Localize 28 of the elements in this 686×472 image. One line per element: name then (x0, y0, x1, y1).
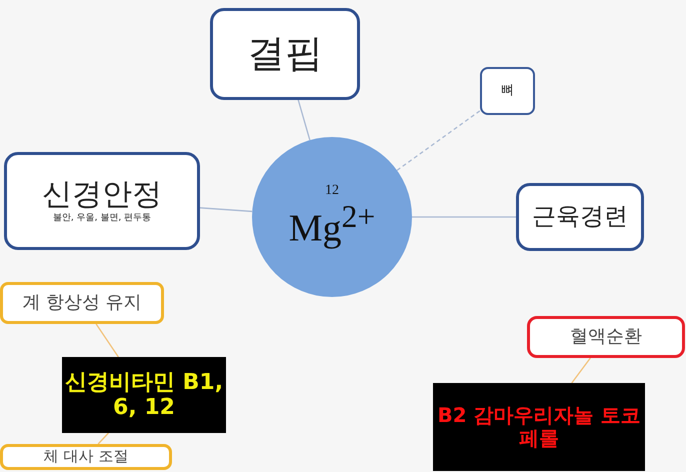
subtitle-text: 불안, 우울, 불면, 편두통 (52, 212, 152, 224)
topic-label: 계 항상성 유지 (22, 292, 142, 314)
topic-box (527, 316, 685, 358)
topic-box (210, 8, 360, 100)
topic-box (516, 183, 644, 251)
topic-label: 신경비타민 B1, 6, 12 (64, 370, 224, 420)
connector-line (298, 100, 310, 140)
connector-line (571, 358, 591, 384)
connector-line (412, 216, 516, 218)
topic-label: 근육경련 (532, 203, 628, 231)
highlight-box (433, 383, 645, 471)
connector-line (98, 432, 109, 444)
topic-label: 체 대사 조절 (44, 448, 128, 466)
topic-box (480, 67, 535, 115)
topic-label: 결핍 (247, 32, 323, 76)
connector-line (396, 110, 480, 171)
topic-box (4, 152, 200, 250)
topic-label: 신경안정 (42, 178, 162, 213)
connector-line (96, 324, 119, 358)
topic-label: 뼈 (501, 84, 514, 98)
connector-line (200, 207, 252, 212)
highlight-box (62, 357, 226, 433)
topic-box (0, 444, 172, 470)
atomic-number: 12 (325, 182, 339, 199)
topic-label: B2 감마우리자놀 토코페롤 (436, 404, 642, 450)
ion-symbol: Mg$^{2+}$ (288, 198, 376, 252)
topic-label: 혈액순환 (570, 326, 642, 348)
topic-box (0, 282, 164, 324)
